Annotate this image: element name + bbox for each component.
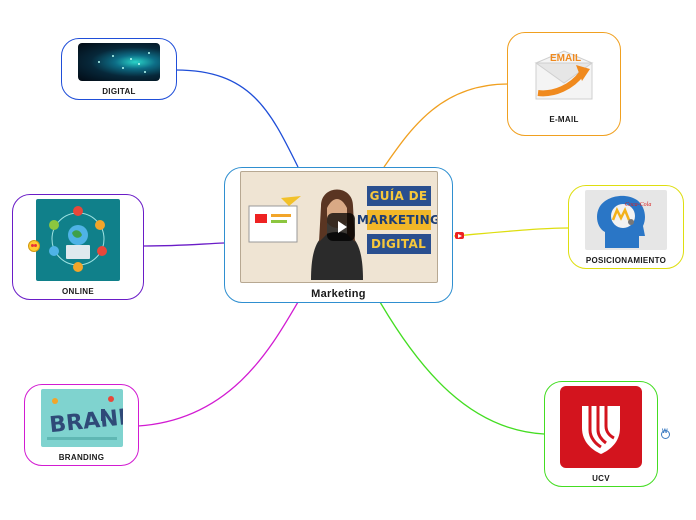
link-digital <box>175 69 299 168</box>
node-ucv[interactable]: UCV <box>544 381 658 487</box>
video-title-line-1: GUÍA DE <box>366 185 431 206</box>
node-label-ucv: UCV <box>592 473 610 483</box>
node-posicionamiento[interactable]: Coca-Cola POSICIONAMIENTO <box>568 185 684 269</box>
heart-eyes-emoji-icon <box>28 240 40 252</box>
video-title-line-2: MARKETING <box>357 209 437 230</box>
youtube-icon[interactable] <box>455 232 464 239</box>
node-digital[interactable]: DIGITAL <box>61 38 177 100</box>
email-thumb-text: EMAIL <box>550 53 581 64</box>
node-central-marketing[interactable]: GUÍA DE MARKETING DIGITAL Marketing <box>224 167 453 303</box>
node-branding[interactable]: BRAND BRANDING <box>24 384 139 466</box>
link-email <box>383 83 509 168</box>
video-title-line-3: DIGITAL <box>366 233 431 254</box>
link-online <box>143 242 225 247</box>
digital-image <box>78 42 160 81</box>
online-image <box>36 198 120 281</box>
wordpress-icon[interactable] <box>661 429 670 439</box>
branding-image: BRAND <box>40 388 123 447</box>
branding-thumb-text: BRAND <box>48 404 123 438</box>
node-label-email: E-MAIL <box>549 114 579 124</box>
link-ucv <box>379 301 545 435</box>
node-label-digital: DIGITAL <box>102 86 136 96</box>
posicionamiento-thumb-text: Coca-Cola <box>625 202 651 208</box>
email-icon: EMAIL <box>528 45 600 109</box>
node-label-branding: BRANDING <box>58 452 105 462</box>
link-branding <box>137 301 299 427</box>
ucv-logo-icon <box>560 385 642 468</box>
posicionamiento-image: Coca-Cola <box>585 189 667 250</box>
play-icon[interactable] <box>326 212 355 241</box>
node-label-posicionamiento: POSICIONAMIENTO <box>585 255 667 265</box>
node-label-online: ONLINE <box>61 286 95 296</box>
marketing-video-thumbnail[interactable]: GUÍA DE MARKETING DIGITAL <box>239 170 438 283</box>
node-email[interactable]: EMAIL E-MAIL <box>507 32 621 136</box>
node-label-central: Marketing <box>311 287 366 300</box>
link-posicionamiento <box>453 227 569 237</box>
